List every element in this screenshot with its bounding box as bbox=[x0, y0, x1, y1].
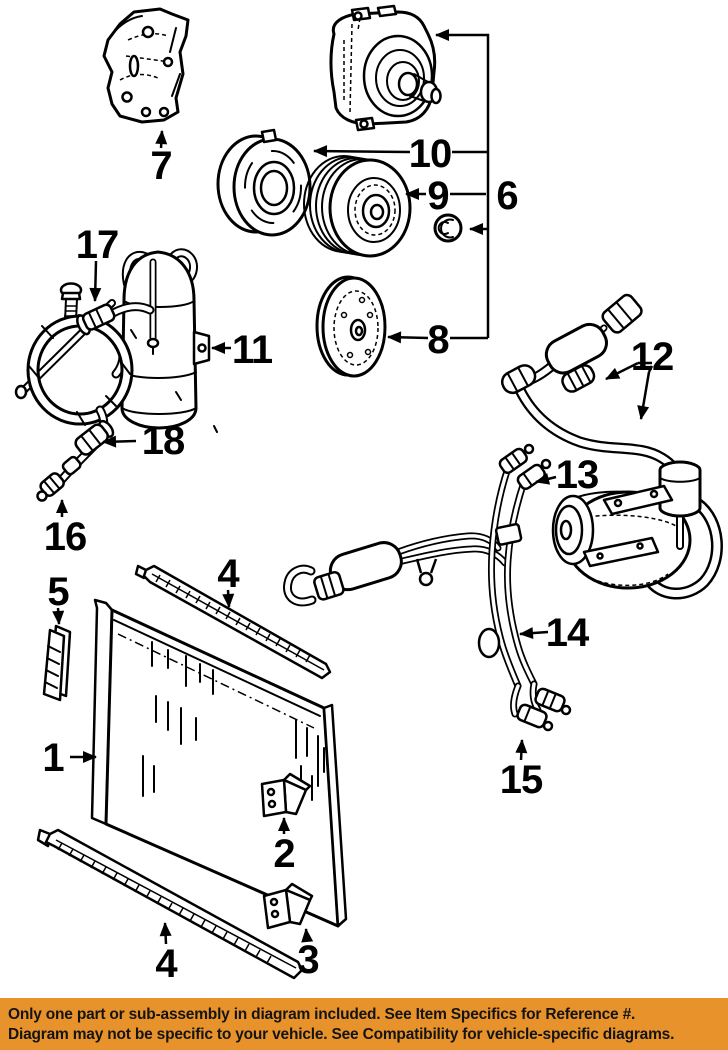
callout-3-label: 3 bbox=[297, 938, 318, 982]
compressor-part-10 bbox=[329, 4, 442, 132]
tube-assembly-parts-13-14-15 bbox=[283, 443, 572, 732]
disclaimer-banner: Only one part or sub-assembly in diagram… bbox=[0, 998, 728, 1050]
callout-2-label: 2 bbox=[273, 832, 294, 876]
seal-part-5 bbox=[42, 624, 72, 702]
clutch-disc-part-8 bbox=[315, 275, 387, 378]
parts-diagram-canvas: 7 bbox=[14, 4, 723, 986]
callout-5-label: 5 bbox=[47, 570, 69, 614]
callout-12-label: 12 bbox=[631, 335, 674, 379]
callout-9-label: 9 bbox=[427, 174, 448, 218]
bracket-part-3 bbox=[262, 882, 314, 930]
callout-6-label: 6 bbox=[496, 174, 517, 218]
callout-18-label: 18 bbox=[142, 419, 185, 463]
callout-4-top-label: 4 bbox=[217, 552, 240, 596]
disclaimer-line-1: Only one part or sub-assembly in diagram… bbox=[8, 1006, 636, 1023]
callout-8-label: 8 bbox=[427, 318, 449, 362]
callout-17-label: 17 bbox=[76, 223, 119, 267]
callout-10-label: 10 bbox=[409, 132, 452, 176]
callout-4-bottom-label: 4 bbox=[155, 942, 178, 986]
suction-hose-assembly bbox=[14, 282, 155, 502]
callout-6-bracket bbox=[435, 29, 490, 340]
compressor-and-receiver-rear-view bbox=[551, 460, 723, 600]
condenser-part-1 bbox=[90, 598, 348, 928]
clutch-plate bbox=[216, 128, 312, 237]
callout-1-label: 1 bbox=[42, 736, 64, 780]
seal-strip-top-part-4 bbox=[134, 564, 332, 680]
mounting-bracket-part-7 bbox=[102, 7, 190, 124]
callout-15-label: 15 bbox=[500, 758, 543, 802]
accumulator-part-11 bbox=[120, 248, 218, 433]
bracket-part-2 bbox=[260, 772, 312, 818]
callout-13-label: 13 bbox=[556, 453, 599, 497]
retaining-nut bbox=[433, 213, 463, 243]
callout-7-label: 7 bbox=[150, 144, 171, 188]
callout-16-label: 16 bbox=[44, 515, 87, 559]
callout-14-label: 14 bbox=[546, 611, 590, 655]
seal-strip-bottom-part-4 bbox=[36, 828, 304, 980]
disclaimer-line-2: Diagram may not be specific to your vehi… bbox=[8, 1026, 675, 1043]
clutch-pulley-part-9 bbox=[303, 155, 412, 258]
callout-11-label: 11 bbox=[232, 328, 273, 372]
